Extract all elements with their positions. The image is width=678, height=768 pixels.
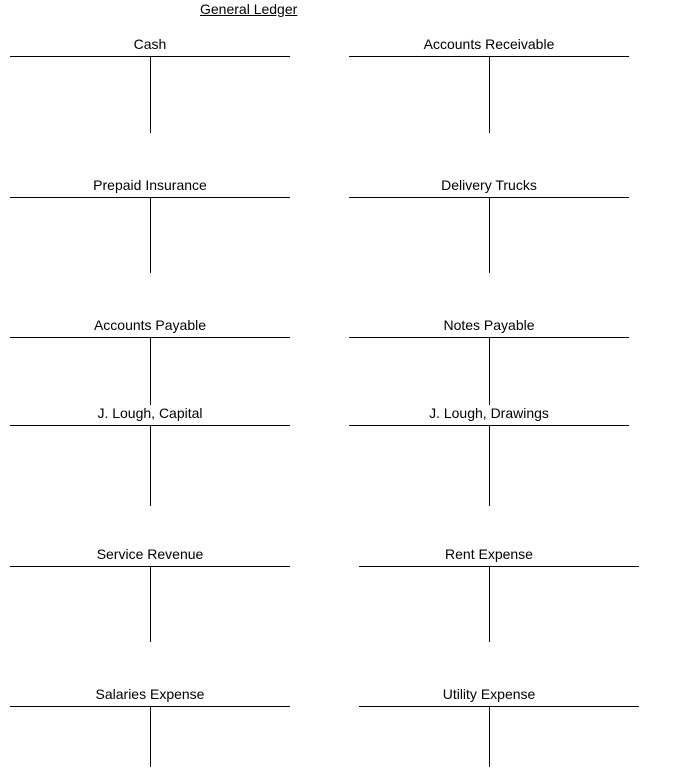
account-label: Accounts Payable [93, 317, 207, 333]
account-label: Rent Expense [445, 546, 533, 562]
t-account-divider [489, 337, 490, 405]
account-label: Cash [133, 36, 167, 52]
t-account-divider [150, 425, 151, 506]
account-label: Prepaid Insurance [93, 177, 207, 193]
account-label: J. Lough, Capital [97, 405, 203, 421]
account-label: Notes Payable [443, 317, 535, 333]
t-account-divider [489, 706, 490, 767]
t-account-divider [150, 56, 151, 133]
account-label: Service Revenue [96, 546, 204, 562]
t-account-divider [150, 566, 151, 642]
account-label: Utility Expense [442, 686, 536, 702]
t-account-divider [489, 197, 490, 273]
account-label: Accounts Receivable [423, 36, 555, 52]
account-label: J. Lough, Drawings [429, 405, 549, 421]
page-title: General Ledger [200, 1, 298, 17]
t-account-divider [489, 425, 490, 506]
t-account-top-line [359, 566, 639, 567]
t-account-divider [150, 337, 151, 405]
t-account-divider [150, 706, 151, 767]
t-account-top-line [359, 706, 639, 707]
account-label: Salaries Expense [95, 686, 205, 702]
t-account-divider [489, 56, 490, 133]
account-label: Delivery Trucks [441, 177, 537, 193]
t-account-divider [150, 197, 151, 273]
t-account-divider [489, 566, 490, 642]
